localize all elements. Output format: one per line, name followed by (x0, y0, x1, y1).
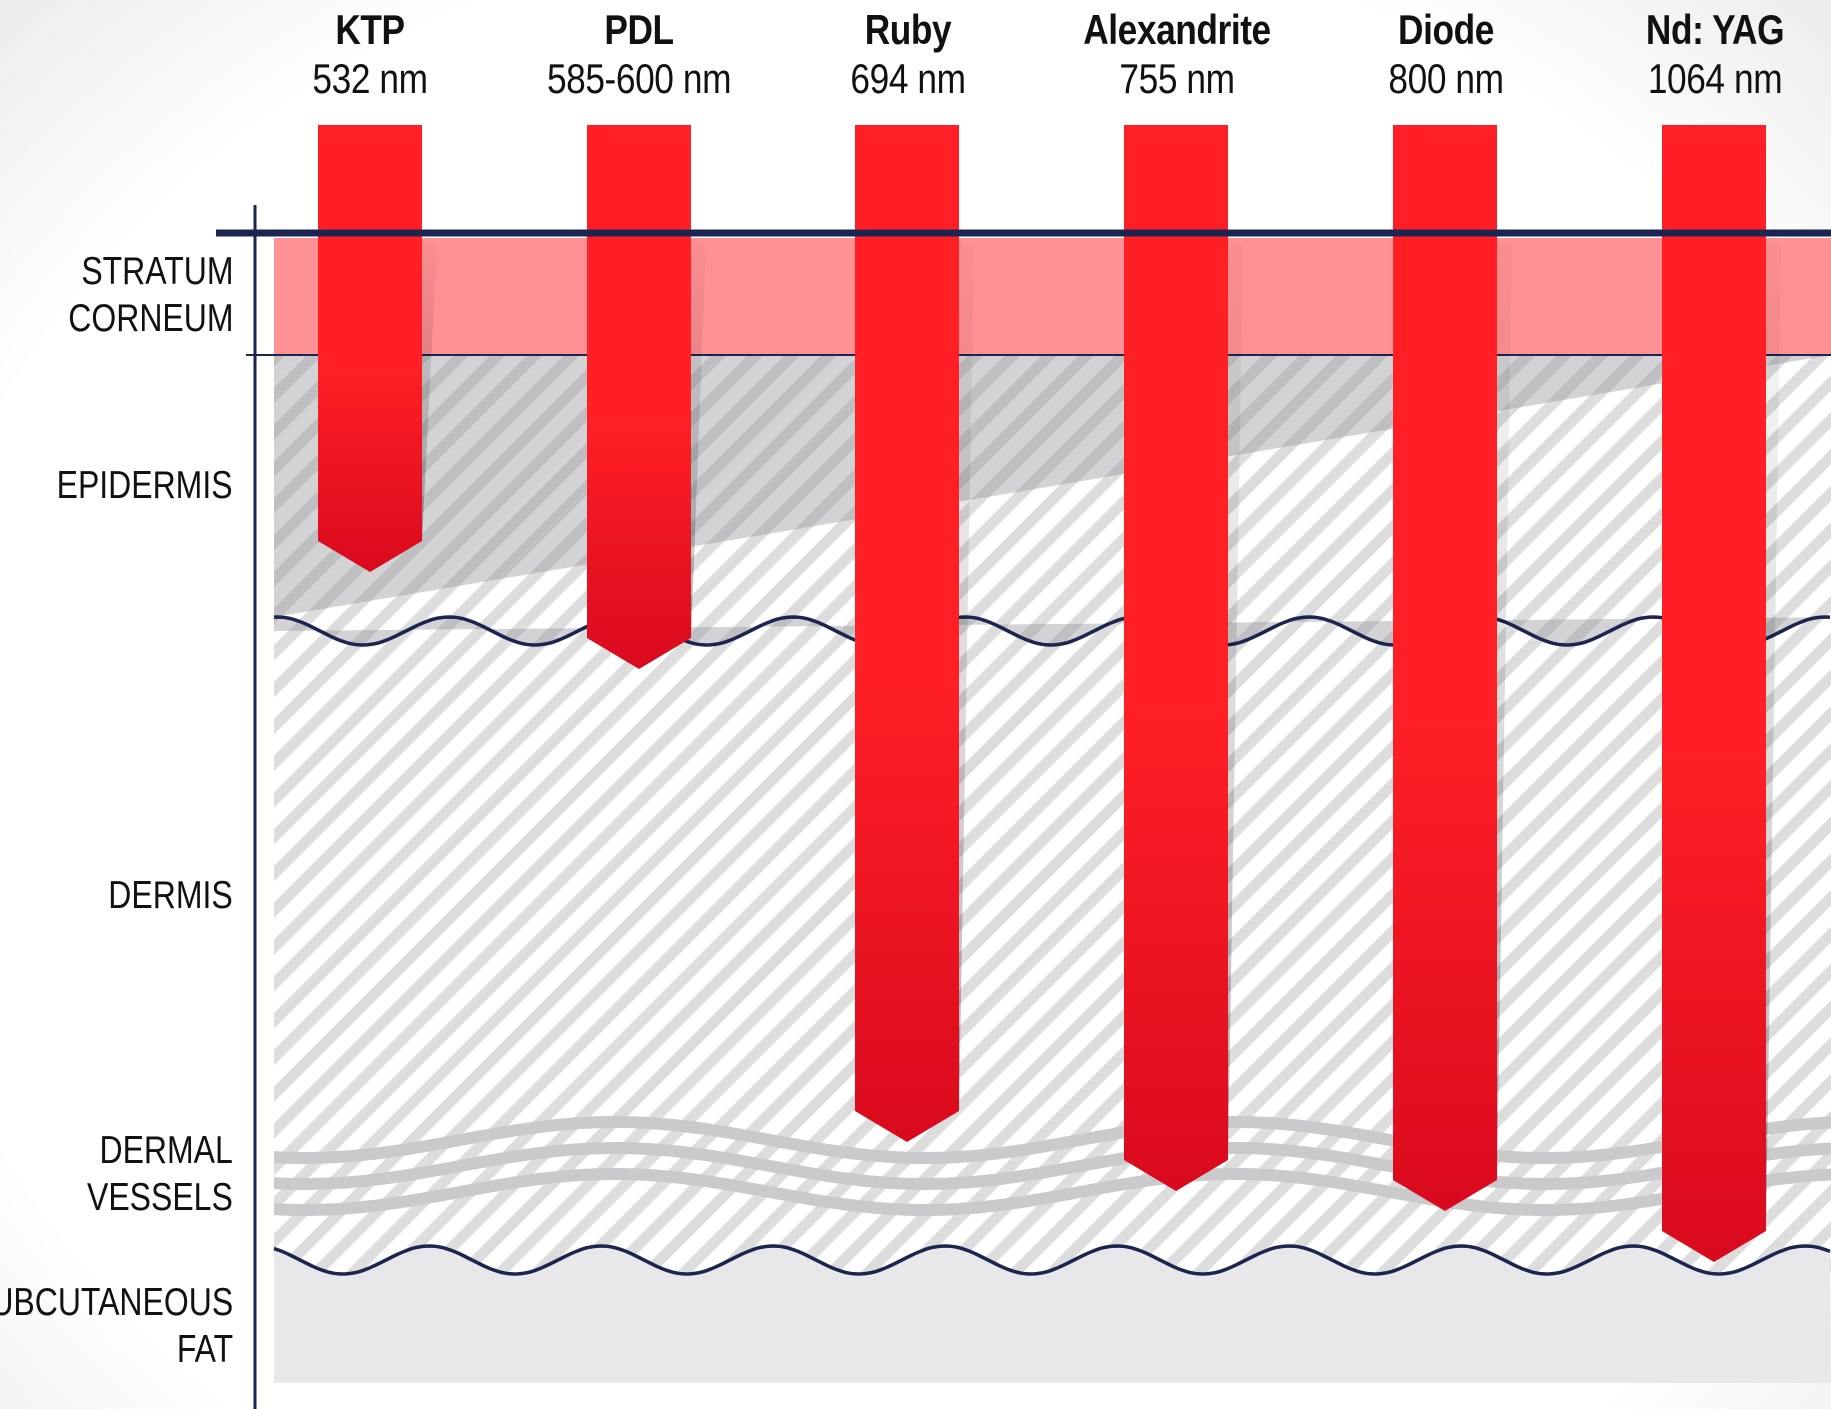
beam-shadow-alexandrite (1228, 245, 1243, 1160)
laser-wavelength: 800 nm (1388, 55, 1504, 102)
vessel-line (274, 1116, 1831, 1164)
dermis-fat-boundary (273, 1244, 1831, 1276)
laser-header-alexandrite: Alexandrite 755 nm (1072, 6, 1282, 104)
laser-header-diode: Diode 800 nm (1341, 6, 1551, 104)
laser-name: Nd: YAG (1645, 6, 1785, 53)
beam-shadow-pdl (691, 245, 706, 638)
epidermis-dermis-boundary (273, 615, 1831, 647)
laser-name: PDL (604, 6, 674, 53)
laser-wavelength: 1064 nm (1647, 55, 1783, 102)
laser-name: Alexandrite (1083, 6, 1271, 53)
layer-label-stratum-corneum: STRATUM CORNEUM (67, 250, 233, 340)
layer-label-epidermis: EPIDERMIS (57, 464, 233, 507)
laser-beam-diode (1393, 125, 1497, 1211)
laser-beam-alexandrite (1124, 125, 1228, 1191)
laser-name: Ruby (864, 6, 952, 53)
beam-shadow-diode (1497, 245, 1512, 1180)
laser-beam-ktp (318, 125, 422, 572)
laser-wavelength: 755 nm (1119, 55, 1235, 102)
laser-wavelength: 585-600 nm (546, 55, 732, 102)
laser-wavelength: 532 nm (312, 55, 428, 102)
subcutaneous-fat-layer (274, 1246, 1831, 1383)
layer-label-dermis: DERMIS (108, 874, 233, 917)
laser-header-nd-yag: Nd: YAG 1064 nm (1610, 6, 1820, 104)
laser-wavelength: 694 nm (850, 55, 966, 102)
stratum-corneum-layer (274, 238, 1831, 355)
laser-name: KTP (335, 6, 405, 53)
laser-header-ruby: Ruby 694 nm (803, 6, 1013, 104)
laser-beams (318, 125, 1781, 1262)
dermal-vessels (274, 1116, 1831, 1216)
laser-name: Diode (1398, 6, 1494, 53)
beam-shadow-nd-yag (1766, 245, 1781, 1231)
layer-label-subcutaneous-fat: SUBCUTANEOUS FAT (0, 1281, 234, 1371)
vessel-line (274, 1168, 1831, 1216)
layer-label-dermal-vessels: DERMAL VESSELS (87, 1129, 233, 1219)
beam-shadow-ktp (422, 245, 437, 541)
vessel-line (274, 1142, 1831, 1190)
laser-header-pdl: PDL 585-600 nm (534, 6, 744, 104)
laser-beam-pdl (587, 125, 691, 669)
laser-header-ktp: KTP 532 nm (265, 6, 475, 104)
laser-beam-nd-yag (1662, 125, 1766, 1262)
laser-beam-ruby (855, 125, 959, 1142)
beam-shadow-ruby (959, 245, 974, 1111)
